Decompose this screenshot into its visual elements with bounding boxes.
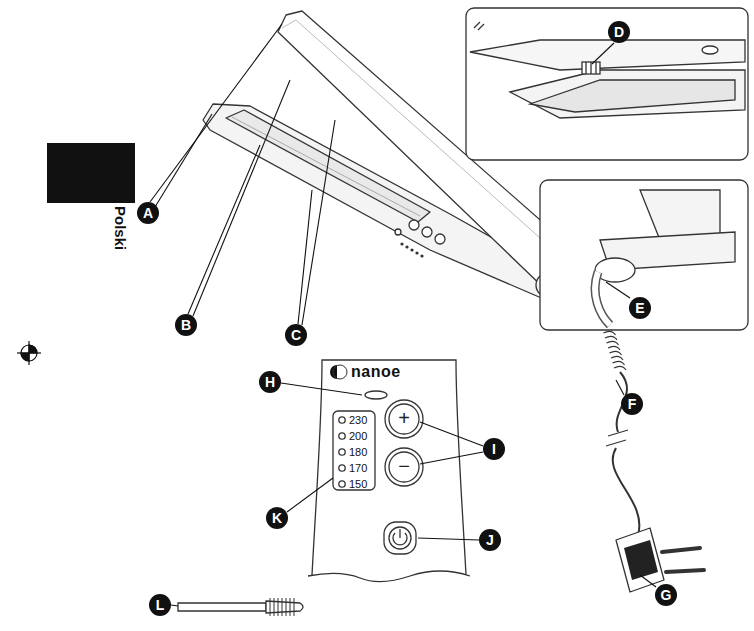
callout-letter: L	[149, 594, 171, 616]
callout-letter: H	[259, 371, 281, 393]
cord-coil	[611, 356, 623, 360]
cord-coil	[608, 346, 620, 350]
callout-letter: F	[621, 393, 643, 415]
plate-detail-inset	[466, 8, 748, 160]
callout-letter: G	[655, 584, 677, 606]
language-label: Polski	[113, 206, 128, 250]
temperature-value: 230	[349, 415, 367, 426]
cord-coil	[605, 336, 617, 340]
button-symbol: +	[398, 408, 410, 428]
registration-mark	[17, 341, 41, 365]
brush-bristle	[270, 598, 271, 616]
brush-bristle	[290, 598, 291, 616]
callout-letter: A	[137, 202, 159, 224]
callout-letter: C	[285, 324, 307, 346]
callout-letter: J	[479, 529, 501, 551]
brand-name: nanoe	[351, 364, 401, 380]
callout-letter: K	[266, 507, 288, 529]
temperature-value: 200	[349, 431, 367, 442]
brush-bristle	[278, 598, 279, 616]
brush-bristle	[286, 598, 287, 616]
leader-lines	[150, 24, 656, 606]
button-symbol: −	[398, 456, 410, 476]
control-panel	[308, 360, 470, 582]
cleaning-brush	[178, 598, 303, 616]
language-tab	[47, 143, 135, 203]
cord-coil	[604, 331, 616, 335]
brush-bristle	[274, 598, 275, 616]
cord-coil	[613, 361, 625, 365]
temperature-value: 150	[349, 479, 367, 490]
temperature-value: 170	[349, 463, 367, 474]
swivel-cord-inset	[540, 180, 748, 330]
cord-coil	[610, 351, 622, 355]
cord-coil	[614, 366, 626, 370]
callout-letter: I	[483, 438, 505, 460]
temperature-value: 180	[349, 447, 367, 458]
callout-letter: B	[175, 314, 197, 336]
cord-coil	[607, 341, 619, 345]
brush-bristle	[294, 598, 295, 616]
callout-letter: E	[629, 297, 651, 319]
brush-bristle	[282, 598, 283, 616]
callout-letter: D	[608, 21, 630, 43]
